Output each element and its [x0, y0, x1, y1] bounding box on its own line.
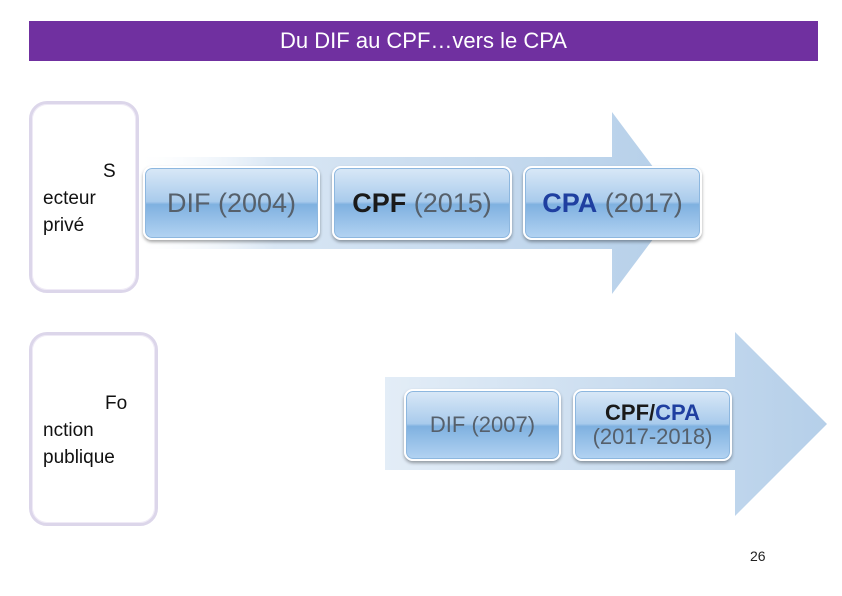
stage-box-cpf-cpa-2017-2018: CPF/CPA (2017-2018) — [573, 389, 732, 461]
stage-box-dif-2004: DIF (2004) — [143, 166, 320, 240]
slide-title-bar: Du DIF au CPF…vers le CPA — [29, 21, 818, 61]
stage-year: (2017) — [604, 187, 683, 218]
stage-year: (2015) — [413, 187, 492, 218]
stage-name: CPF/ — [605, 400, 656, 425]
stage-box-text: CPA (2017) — [542, 188, 683, 219]
stage-year: (2004) — [217, 187, 297, 218]
page-number: 26 — [750, 548, 766, 564]
stage-name: CPF — [352, 187, 407, 218]
sector-card-public: Fo nction publique — [29, 332, 158, 526]
sector-label-public: Fo nction publique — [43, 390, 153, 471]
stage-name: DIF — [166, 187, 211, 218]
stage-year: (2007) — [471, 412, 536, 437]
sector-label-line: ecteur — [43, 188, 96, 209]
sector-label-private: S ecteur privé — [43, 158, 133, 239]
stage-box-text: DIF (2004) — [167, 188, 296, 219]
stage-box-cpa-2017: CPA (2017) — [523, 166, 702, 240]
sector-label-line: publique — [43, 447, 115, 468]
stage-name: CPA — [655, 400, 700, 425]
stage-name: DIF — [429, 412, 466, 437]
stage-box-text: DIF (2007) — [430, 412, 535, 438]
stage-name: CPA — [542, 187, 598, 218]
stage-box-title: CPF/CPA — [605, 401, 700, 425]
sector-label-line: Fo — [105, 393, 128, 414]
sector-card-private: S ecteur privé — [29, 101, 139, 293]
stage-year: (2017-2018) — [592, 424, 713, 449]
sector-label-line: nction — [43, 420, 94, 441]
sector-label-line: S — [103, 161, 116, 182]
stage-box-cpf-2015: CPF (2015) — [332, 166, 512, 240]
stage-box-dif-2007: DIF (2007) — [404, 389, 561, 461]
slide-title: Du DIF au CPF…vers le CPA — [280, 28, 567, 53]
sector-label-line: privé — [43, 215, 85, 236]
stage-box-text: CPF (2015) — [352, 188, 492, 219]
